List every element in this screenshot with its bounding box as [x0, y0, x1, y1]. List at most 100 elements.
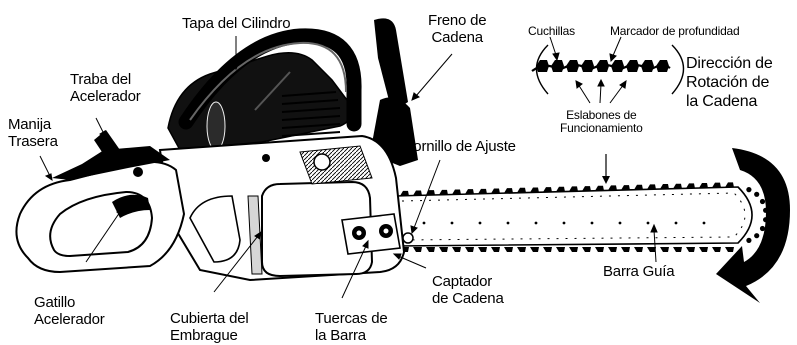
chain-tooth — [673, 247, 682, 252]
chain-tooth — [491, 188, 500, 194]
bar-rivet — [534, 221, 538, 225]
chain-tooth — [452, 247, 461, 252]
chain-link — [566, 60, 579, 72]
bar-rivet — [562, 221, 566, 225]
chain-tooth — [647, 247, 656, 252]
chain-tooth — [746, 187, 752, 193]
chain-tooth — [517, 247, 526, 252]
chain-tooth — [478, 188, 487, 194]
chain-tooth — [504, 188, 513, 194]
label-cutters: Cuchillas — [528, 24, 575, 38]
chain-tooth — [556, 186, 565, 192]
chain-tooth — [634, 184, 643, 190]
chain-tooth — [491, 247, 500, 252]
label-chain-catcher-line1: Captador — [432, 273, 493, 290]
chain-tooth — [413, 247, 422, 252]
label-rear-handle-line2: Trasera — [8, 133, 58, 150]
chain-tooth — [556, 247, 565, 252]
label-drive-links-line2: Funcionamiento — [560, 121, 643, 135]
chain-tooth — [759, 225, 766, 232]
chain-tooth — [699, 183, 708, 189]
label-throttle-trigger-line1: Gatillo — [34, 294, 76, 311]
chain-tooth — [686, 183, 695, 189]
label-guide-bar: Barra Guía — [603, 263, 675, 280]
chain-tooth — [746, 237, 752, 243]
label-chain-brake-line1: Freno de — [428, 12, 487, 29]
chain-tooth — [754, 233, 760, 239]
chain-link — [656, 60, 669, 72]
label-chain-catcher: Captador de Cadena — [432, 273, 504, 307]
label-rear-handle-line1: Manija — [8, 116, 51, 133]
bar-rivet — [646, 221, 650, 225]
chain-link — [626, 60, 639, 72]
chain-tooth — [413, 190, 422, 196]
chain-tooth — [686, 247, 695, 252]
chain-tooth — [582, 186, 591, 192]
label-bar-nuts: Tuercas de la Barra — [315, 310, 388, 344]
chain-tooth — [725, 247, 734, 252]
chain-link — [536, 60, 549, 72]
chain-tooth — [478, 247, 487, 252]
chain-tooth — [504, 247, 513, 252]
bar-rivet — [618, 221, 622, 225]
chain-tooth — [647, 184, 656, 190]
label-throttle-trigger: Gatillo Acelerador — [34, 294, 105, 328]
label-bar-nuts-line2: la Barra — [315, 327, 366, 344]
bar-rivet — [506, 221, 510, 225]
label-throttle-trigger-line2: Acelerador — [34, 311, 105, 328]
chain-link — [581, 60, 594, 72]
chain-tooth — [621, 185, 630, 191]
rotation-arrow — [716, 148, 790, 303]
chain-tooth — [673, 183, 682, 189]
chain-tooth — [699, 247, 708, 252]
label-bar-nuts-line1: Tuercas de — [315, 310, 388, 327]
chain-tooth — [763, 217, 769, 223]
bar-rivet — [422, 221, 426, 225]
chain-tooth — [543, 247, 552, 252]
leader-lines — [39, 36, 658, 299]
label-chain-rotation: Dirección de Rotación de la Cadena — [686, 54, 773, 111]
label-rear-handle: Manija Trasera — [8, 116, 58, 150]
chain-tooth — [725, 182, 734, 188]
chain-tooth — [543, 187, 552, 193]
label-drive-links-line1: Eslabones de — [566, 108, 637, 122]
label-adjust-screw: Tornillo de Ajuste — [406, 138, 516, 155]
bar-rivet — [478, 221, 482, 225]
bar-rivet — [702, 221, 706, 225]
label-throttle-lockout-line2: Acelerador — [70, 88, 141, 105]
chain-tooth — [595, 247, 604, 252]
label-drive-links: Eslabones de Funcionamiento — [560, 109, 643, 135]
label-chain-rotation-line2: Rotación de — [686, 74, 770, 91]
chain-tooth — [712, 182, 721, 188]
chain-pointer-arrow — [602, 154, 610, 184]
label-chain-brake: Freno de Cadena — [428, 12, 487, 46]
chainsaw-body — [158, 18, 418, 282]
chain-tooth — [439, 247, 448, 252]
chain-tooth — [759, 198, 766, 205]
chain-link — [596, 60, 609, 72]
chain-link — [551, 60, 564, 72]
chain-tooth — [582, 247, 591, 252]
chain-tooth — [569, 186, 578, 192]
label-chain-rotation-line3: la Cadena — [686, 93, 758, 110]
chain-tooth — [634, 247, 643, 252]
chain-tooth — [712, 247, 721, 252]
chain-tooth — [452, 189, 461, 195]
chain-tooth — [660, 247, 669, 252]
chain-tooth — [754, 191, 760, 197]
bar-rivet — [590, 221, 594, 225]
label-cylinder-cover: Tapa del Cilindro — [182, 15, 291, 32]
chain-tooth — [465, 189, 474, 195]
label-throttle-lockout-line1: Traba del — [70, 71, 132, 88]
label-chain-rotation-line1: Dirección de — [686, 55, 773, 72]
label-chain-catcher-line2: de Cadena — [432, 290, 504, 307]
chain-tooth — [660, 184, 669, 190]
chain-link — [611, 60, 624, 72]
chain-tooth — [465, 247, 474, 252]
chain-detail-arrows — [549, 36, 627, 104]
chain-tooth — [530, 247, 539, 252]
chain-tooth — [608, 247, 617, 252]
chain-tooth — [763, 207, 769, 213]
